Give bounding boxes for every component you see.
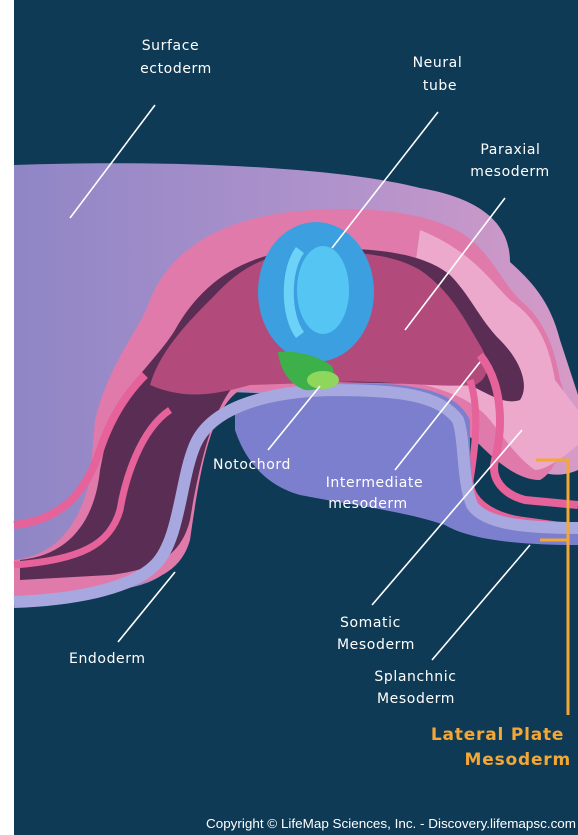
neural-tube-inner: [297, 246, 349, 334]
label-notochord: Notochord: [213, 457, 291, 473]
notochord-core: [307, 371, 339, 389]
label-endoderm: Endoderm: [69, 651, 146, 667]
copyright-text: Copyright © LifeMap Sciences, Inc. - Dis…: [206, 816, 576, 831]
